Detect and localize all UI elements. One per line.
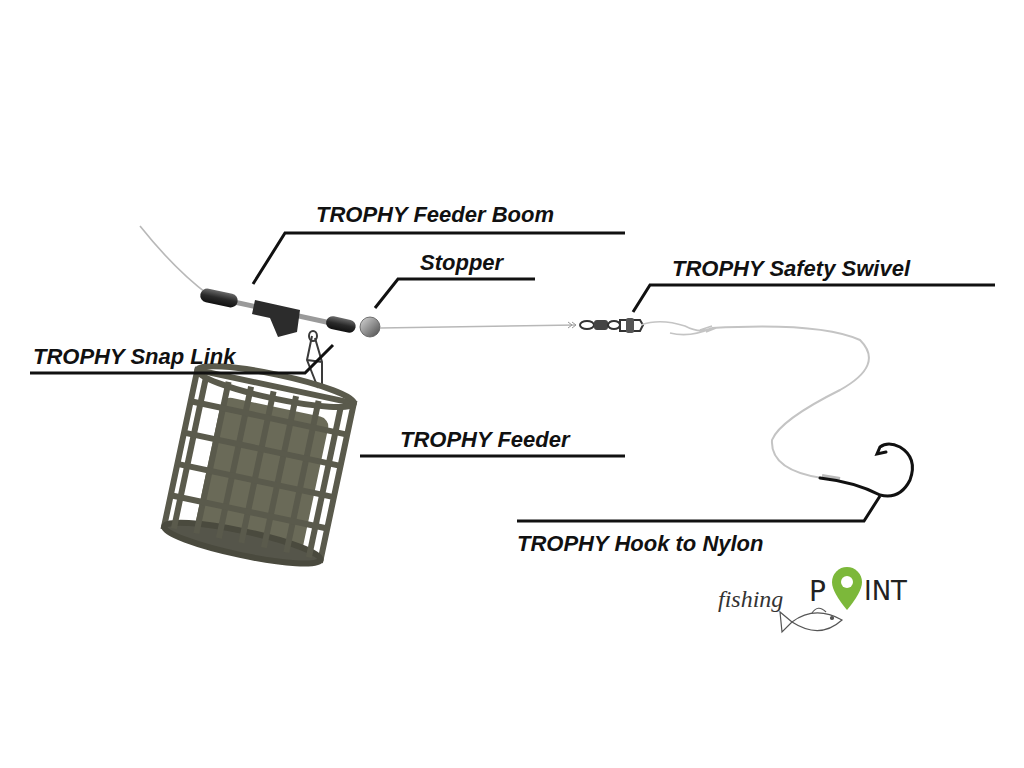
fish-eye (831, 617, 834, 620)
boom-sleeve (325, 315, 357, 334)
swivel-eye (580, 321, 594, 329)
fish-fin (812, 608, 826, 613)
feeder-bars (164, 375, 353, 560)
stopper-bead (360, 317, 380, 337)
feeder-boom (199, 287, 357, 337)
hook-bend (820, 444, 912, 496)
logo-text: P (809, 576, 826, 608)
logo-text: INT (864, 576, 907, 606)
hook (820, 444, 912, 496)
pin-shape (832, 567, 862, 610)
feeder-ring (184, 433, 341, 466)
hooklink-loop (641, 322, 716, 335)
part-label: TROPHY Feeder (400, 427, 570, 453)
logo-text: fishing (718, 585, 783, 613)
snap-eye (309, 331, 317, 341)
leader-lines (30, 233, 995, 521)
swivel-eye (608, 321, 620, 329)
leader-line (375, 279, 535, 308)
knot (568, 322, 576, 328)
leader-line (517, 496, 880, 521)
main-line (140, 226, 210, 296)
part-label: TROPHY Feeder Boom (316, 202, 554, 228)
feeder-ring (177, 464, 334, 497)
boom-sleeve (199, 287, 239, 309)
safety-swivel (580, 318, 643, 333)
cage-feeder (162, 358, 357, 571)
logo-pin (832, 567, 862, 610)
swivel-barrel (594, 320, 608, 330)
pin-hole (841, 576, 853, 588)
leader-line (360, 455, 625, 458)
hooklink (712, 327, 869, 479)
part-label: TROPHY Safety Swivel (672, 256, 910, 282)
boom-t-piece (252, 300, 300, 337)
fish-tail (780, 612, 792, 632)
leader-line (30, 345, 333, 373)
feeder-ring (171, 495, 328, 528)
leader-line (253, 233, 625, 284)
part-label: Stopper (420, 250, 503, 276)
leader-line (633, 285, 995, 312)
fish-body (792, 613, 842, 631)
swivel-sleeve (626, 318, 634, 333)
feeder-ring (191, 401, 348, 434)
part-label: TROPHY Snap Link (33, 344, 236, 370)
main-line (380, 325, 576, 328)
part-label: TROPHY Hook to Nylon (517, 531, 764, 557)
logo-fish (780, 608, 842, 632)
